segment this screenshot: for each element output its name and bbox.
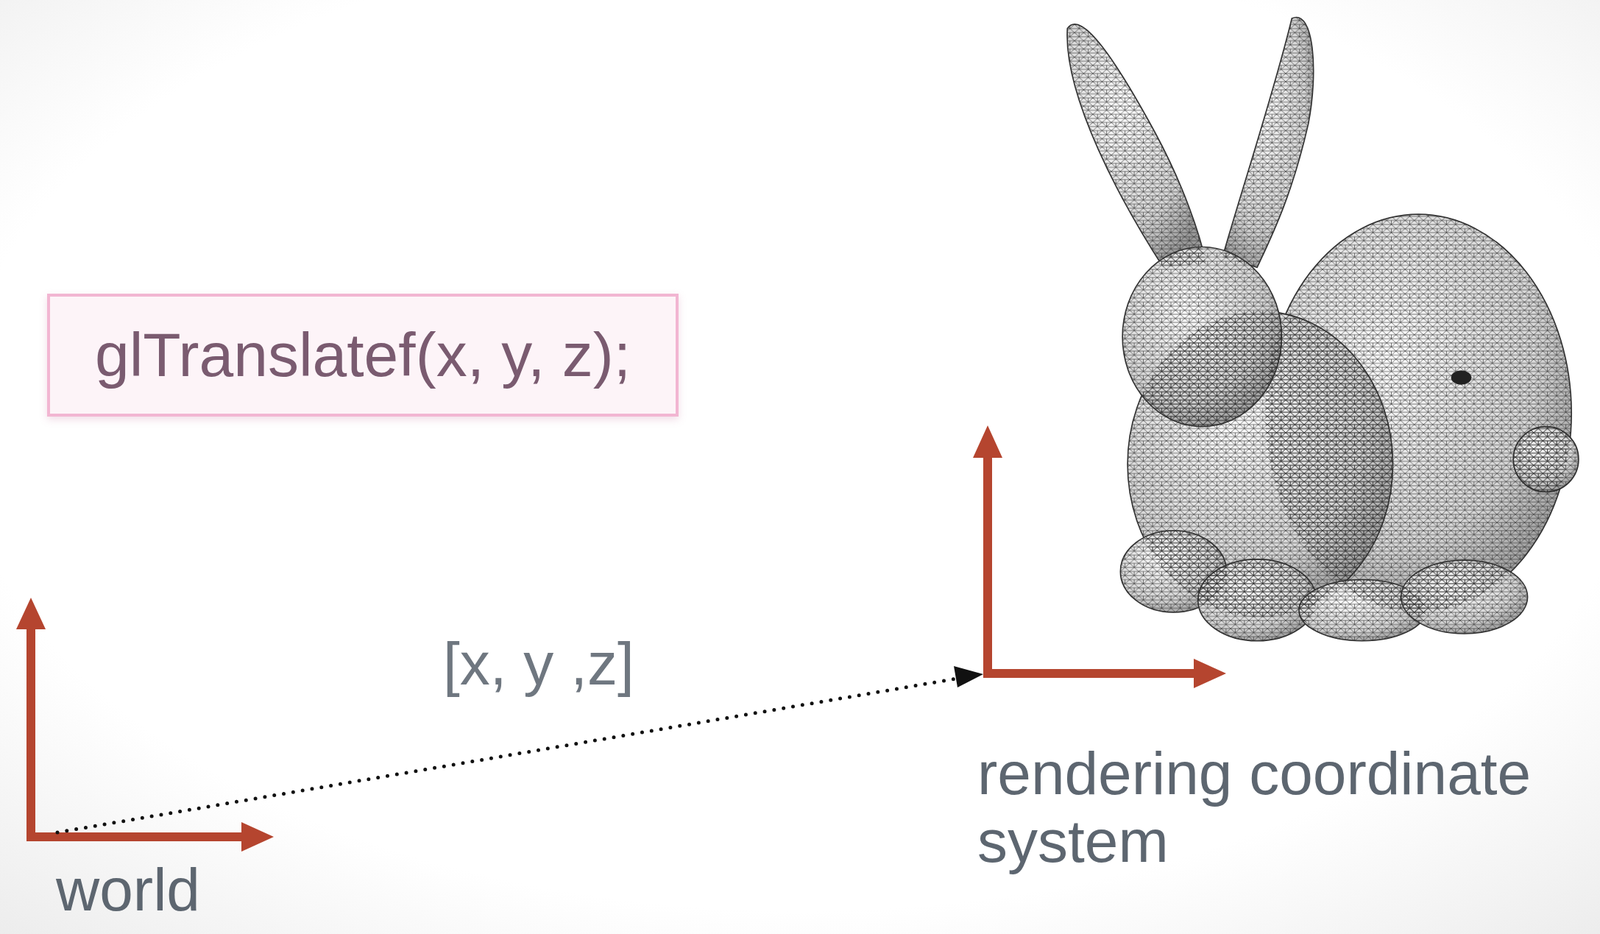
code-text: glTranslatef(x, y, z); <box>94 320 631 389</box>
vector-label: [x, y ,z] <box>443 629 635 698</box>
code-box: glTranslatef(x, y, z); <box>47 293 679 417</box>
world-axes <box>16 597 274 852</box>
bunny-mesh <box>1067 17 1579 642</box>
frame-label: rendering coordinate system <box>977 739 1581 876</box>
rendering-axes <box>972 425 1227 689</box>
frame-label: world <box>55 855 201 924</box>
